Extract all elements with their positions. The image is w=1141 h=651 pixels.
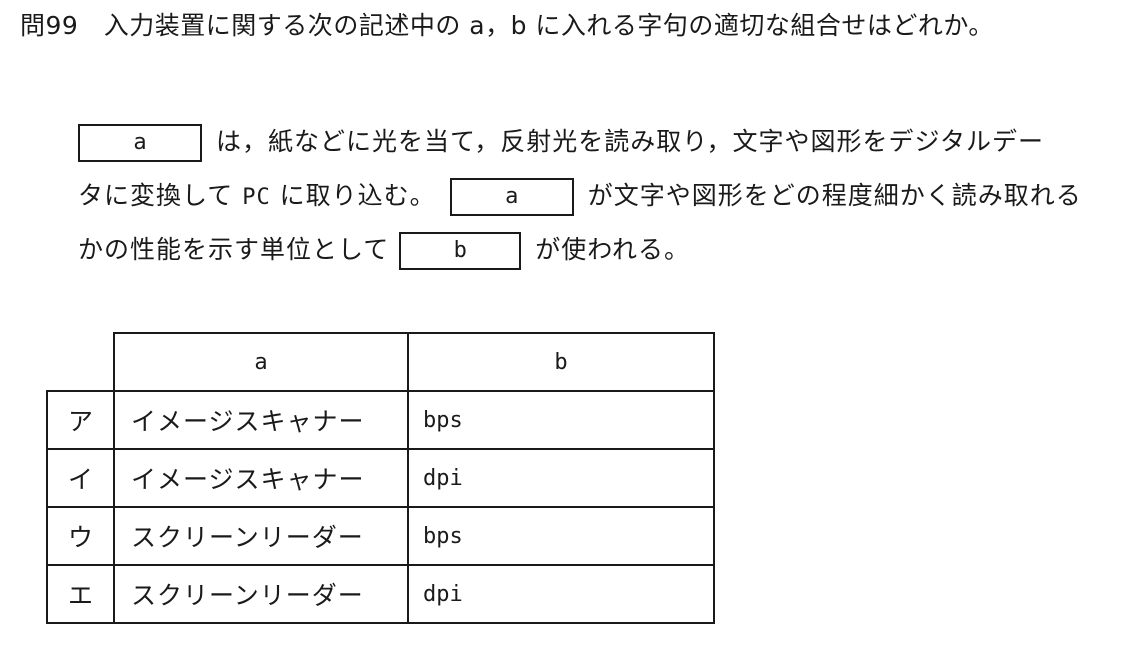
passage-line-2: タに変換して PC に取り込む。 a が文字や図形をどの程度細かく読み取れる xyxy=(78,176,1082,216)
passage-text: が使われる。 xyxy=(535,235,691,264)
passage-text: に取り込む。 xyxy=(279,181,436,210)
choice-label: ア xyxy=(46,390,115,450)
question-title: 問99 入力装置に関する次の記述中の a，b に入れる字句の適切な組合せはどれか… xyxy=(20,11,994,40)
blank-a: a xyxy=(78,124,202,162)
choice-a-value: スクリーンリーダー xyxy=(113,506,409,566)
table-header-row: a b xyxy=(47,332,715,392)
table-row[interactable]: ア イメージスキャナー bps xyxy=(46,390,715,450)
passage-line-1: a は，紙などに光を当て，反射光を読み取り，文字や図形をデジタルデー xyxy=(78,122,1044,162)
choice-b-value: dpi xyxy=(407,448,715,508)
passage-text: PC xyxy=(242,185,271,210)
blank-b: b xyxy=(399,232,522,270)
answer-choices-table: a b ア イメージスキャナー bps イ イメージスキャナー dpi ウ スク… xyxy=(46,332,715,624)
passage-text: は，紙などに光を当て，反射光を読み取り，文字や図形をデジタルデー xyxy=(216,127,1045,156)
table-row[interactable]: イ イメージスキャナー dpi xyxy=(46,448,715,508)
table-row[interactable]: ウ スクリーンリーダー bps xyxy=(46,506,715,566)
choice-b-value: bps xyxy=(407,390,715,450)
choice-b-value: dpi xyxy=(407,564,715,624)
choice-a-value: イメージスキャナー xyxy=(113,448,409,508)
choice-a-value: スクリーンリーダー xyxy=(113,564,409,624)
choice-label: イ xyxy=(46,448,115,508)
passage-line-3: かの性能を示す単位として b が使われる。 xyxy=(78,230,690,270)
table-row[interactable]: エ スクリーンリーダー dpi xyxy=(46,564,715,624)
passage-text: が文字や図形をどの程度細かく読み取れる xyxy=(587,181,1082,210)
column-header-a: a xyxy=(113,332,409,392)
choice-b-value: bps xyxy=(407,506,715,566)
passage-text: タに変換して xyxy=(78,181,234,210)
passage-text: かの性能を示す単位として xyxy=(78,235,390,264)
choice-label: ウ xyxy=(46,506,115,566)
blank-a: a xyxy=(449,178,574,216)
table-corner-cell xyxy=(47,333,115,392)
choice-label: エ xyxy=(46,564,115,624)
column-header-b: b xyxy=(407,332,715,392)
choice-a-value: イメージスキャナー xyxy=(113,390,409,450)
